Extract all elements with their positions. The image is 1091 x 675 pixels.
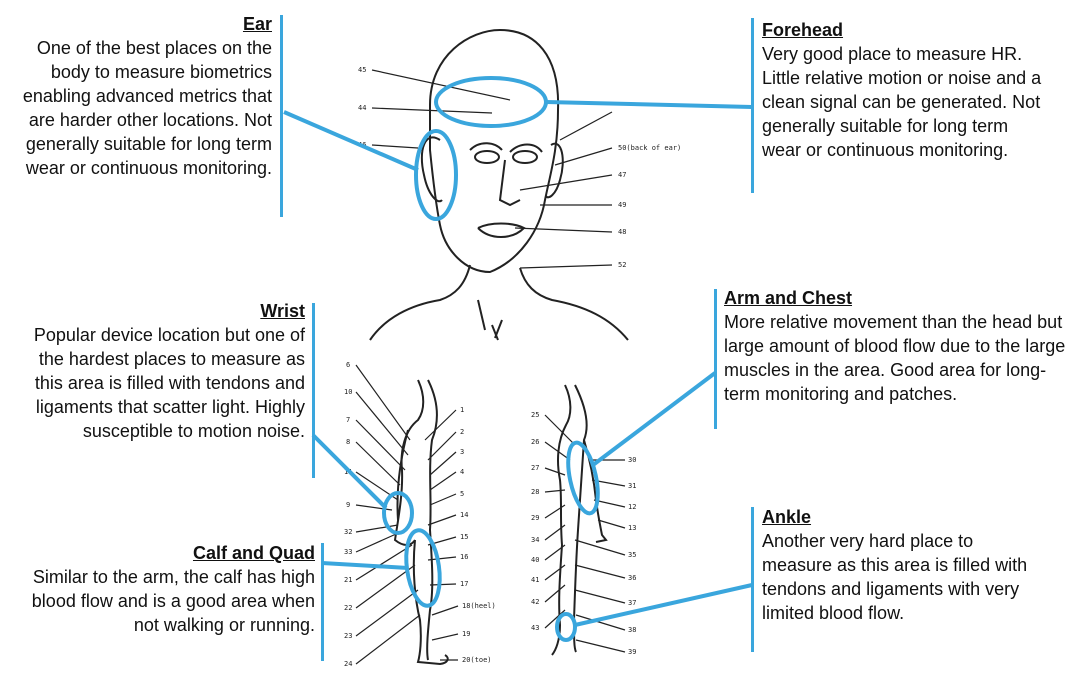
front-number: 4 bbox=[460, 468, 464, 476]
ear-title: Ear bbox=[0, 12, 272, 36]
arm-chest-line: muscles in the area. Good area for long- bbox=[724, 358, 1089, 382]
ankle-line: limited blood flow. bbox=[762, 601, 1082, 625]
forehead-line: generally suitable for long term bbox=[762, 114, 1082, 138]
back-number: 41 bbox=[531, 576, 539, 584]
front-number: 6 bbox=[346, 361, 350, 369]
ear-line: body to measure biometrics bbox=[0, 60, 272, 84]
ear-line: One of the best places on the bbox=[0, 36, 272, 60]
back-number: 26 bbox=[531, 438, 539, 446]
front-number: 16 bbox=[460, 553, 468, 561]
front-number: 7 bbox=[346, 416, 350, 424]
back-number: 25 bbox=[531, 411, 539, 419]
head-number: 52 bbox=[618, 261, 626, 269]
front-number: 2 bbox=[460, 428, 464, 436]
back-number: 29 bbox=[531, 514, 539, 522]
head-number: 45 bbox=[358, 66, 366, 74]
ear-annotation: Ear One of the best places on the body t… bbox=[0, 12, 272, 180]
wrist-line: this area is filled with tendons and bbox=[0, 371, 305, 395]
front-body-drawing bbox=[395, 380, 448, 664]
calf-quad-line: Similar to the arm, the calf has high bbox=[0, 565, 315, 589]
forehead-line: wear or continuous monitoring. bbox=[762, 138, 1082, 162]
head-number: 44 bbox=[358, 104, 366, 112]
forehead-accent-bar bbox=[751, 18, 754, 193]
ear-line: are harder other locations. Not bbox=[0, 108, 272, 132]
front-number: 33 bbox=[344, 548, 352, 556]
wrist-line: ligaments that scatter light. Highly bbox=[0, 395, 305, 419]
calf-quad-annotation: Calf and Quad Similar to the arm, the ca… bbox=[0, 541, 315, 637]
arm-chest-accent-bar bbox=[714, 289, 717, 429]
back-number: 27 bbox=[531, 464, 539, 472]
calf-quad-title: Calf and Quad bbox=[0, 541, 315, 565]
back-number: 37 bbox=[628, 599, 636, 607]
ear-line: wear or continuous monitoring. bbox=[0, 156, 272, 180]
arm-chest-annotation: Arm and Chest More relative movement tha… bbox=[724, 286, 1089, 406]
back-number: 42 bbox=[531, 598, 539, 606]
calf-quad-accent-bar bbox=[321, 543, 324, 661]
front-number: 24 bbox=[344, 660, 352, 668]
calf-quad-line: not walking or running. bbox=[0, 613, 315, 637]
ankle-accent-bar bbox=[751, 507, 754, 652]
head-number: 50(back of ear) bbox=[618, 144, 681, 152]
front-number: 20(toe) bbox=[462, 656, 492, 664]
front-number: 10 bbox=[344, 388, 352, 396]
ear-line: enabling advanced metrics that bbox=[0, 84, 272, 108]
forehead-line: clean signal can be generated. Not bbox=[762, 90, 1082, 114]
forehead-line: Little relative motion or noise and a bbox=[762, 66, 1082, 90]
back-number: 40 bbox=[531, 556, 539, 564]
back-number: 12 bbox=[628, 503, 636, 511]
forehead-line: Very good place to measure HR. bbox=[762, 42, 1082, 66]
back-number: 43 bbox=[531, 624, 539, 632]
wrist-annotation: Wrist Popular device location but one of… bbox=[0, 299, 305, 443]
arm-chest-line: large amount of blood flow due to the la… bbox=[724, 334, 1089, 358]
back-number: 31 bbox=[628, 482, 636, 490]
forehead-title: Forehead bbox=[762, 18, 1082, 42]
forehead-annotation: Forehead Very good place to measure HR. … bbox=[762, 18, 1082, 162]
back-number: 28 bbox=[531, 488, 539, 496]
back-number: 38 bbox=[628, 626, 636, 634]
wrist-title: Wrist bbox=[0, 299, 305, 323]
arm-chest-line: More relative movement than the head but bbox=[724, 310, 1089, 334]
front-number: 8 bbox=[346, 438, 350, 446]
front-number: 19 bbox=[462, 630, 470, 638]
back-number: 34 bbox=[531, 536, 539, 544]
back-number: 35 bbox=[628, 551, 636, 559]
ear-accent-bar bbox=[280, 15, 283, 217]
ankle-line: Another very hard place to bbox=[762, 529, 1082, 553]
front-number: 3 bbox=[460, 448, 464, 456]
front-number: 22 bbox=[344, 604, 352, 612]
front-number: 9 bbox=[346, 501, 350, 509]
head-number: 48 bbox=[618, 228, 626, 236]
arm-chest-title: Arm and Chest bbox=[724, 286, 1089, 310]
front-number: 5 bbox=[460, 490, 464, 498]
calf-quad-line: blood flow and is a good area when bbox=[0, 589, 315, 613]
front-number: 18(heel) bbox=[462, 602, 496, 610]
front-number: 17 bbox=[460, 580, 468, 588]
back-number: 13 bbox=[628, 524, 636, 532]
arm-chest-line: term monitoring and patches. bbox=[724, 382, 1089, 406]
forehead-highlight bbox=[436, 78, 546, 126]
head-number: 47 bbox=[618, 171, 626, 179]
ankle-line: tendons and ligaments with very bbox=[762, 577, 1082, 601]
wrist-line: susceptible to motion noise. bbox=[0, 419, 305, 443]
ear-line: generally suitable for long term bbox=[0, 132, 272, 156]
wrist-accent-bar bbox=[312, 303, 315, 478]
back-number: 36 bbox=[628, 574, 636, 582]
front-number: 15 bbox=[460, 533, 468, 541]
ankle-line: measure as this area is filled with bbox=[762, 553, 1082, 577]
back-number: 30 bbox=[628, 456, 636, 464]
ankle-title: Ankle bbox=[762, 505, 1082, 529]
ankle-annotation: Ankle Another very hard place to measure… bbox=[762, 505, 1082, 625]
front-number: 21 bbox=[344, 576, 352, 584]
front-number: 23 bbox=[344, 632, 352, 640]
calf-highlight bbox=[402, 528, 444, 608]
front-number: 1 bbox=[460, 406, 464, 414]
wrist-line: Popular device location but one of bbox=[0, 323, 305, 347]
front-number: 14 bbox=[460, 511, 468, 519]
wrist-line: the hardest places to measure as bbox=[0, 347, 305, 371]
front-number: 32 bbox=[344, 528, 352, 536]
back-number: 39 bbox=[628, 648, 636, 656]
head-number: 49 bbox=[618, 201, 626, 209]
